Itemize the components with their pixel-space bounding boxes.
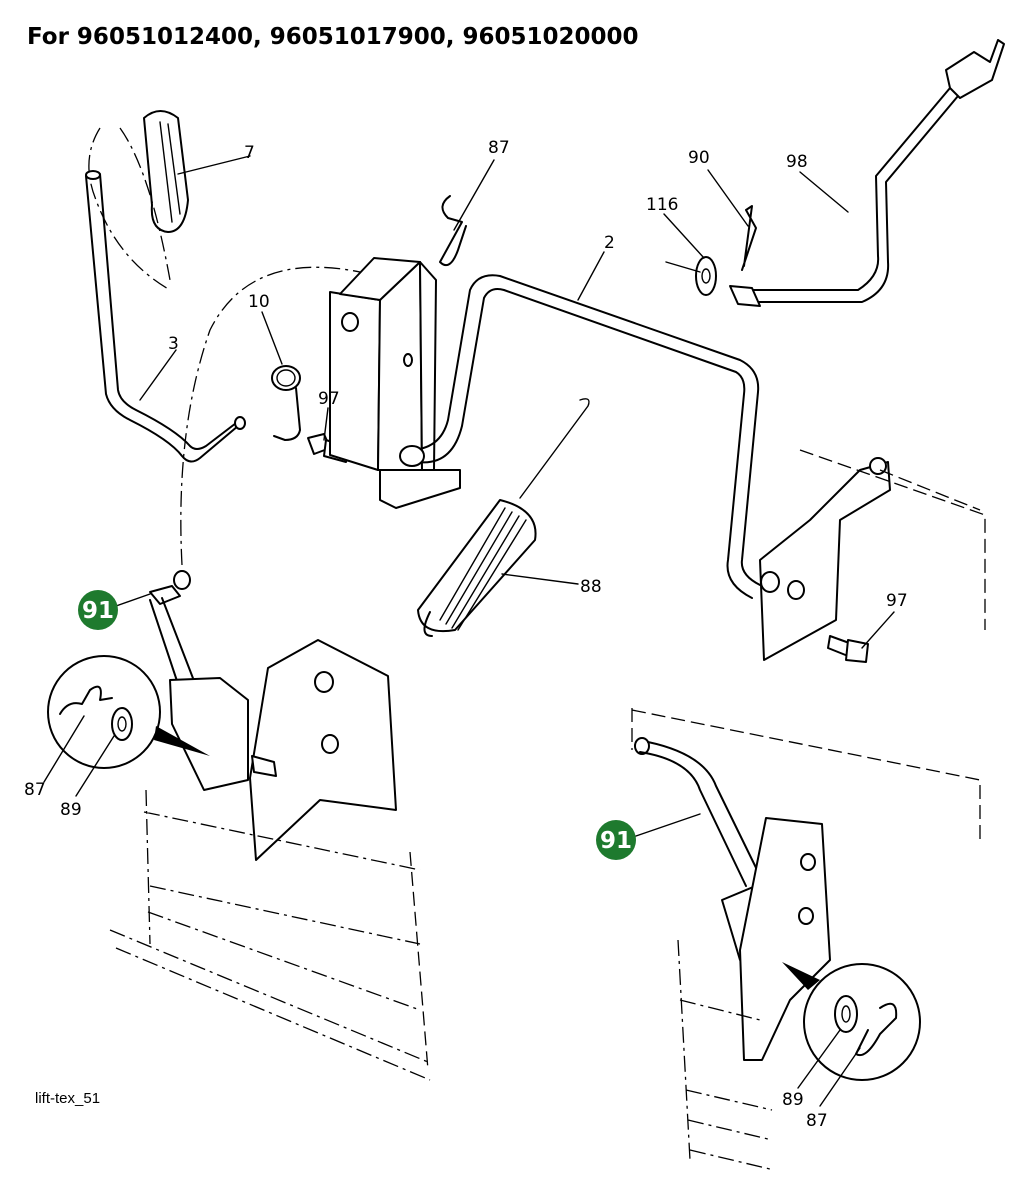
torsion-spring xyxy=(271,365,301,441)
callout-89-inset-right: 89 xyxy=(782,1090,804,1110)
leader-lines xyxy=(43,155,895,1107)
right-bracket xyxy=(759,457,891,661)
handle-phantom xyxy=(88,127,171,291)
frame-outline-left-2 xyxy=(409,851,429,1071)
washer-116 xyxy=(695,256,717,296)
callout-116: 116 xyxy=(646,195,678,215)
lift-spring xyxy=(417,398,590,637)
panel-outline-right-lower xyxy=(631,708,981,840)
callout-87-inset-left: 87 xyxy=(24,780,46,800)
frame-outline-left xyxy=(109,789,431,1081)
hair-pin-clip-top xyxy=(439,195,467,266)
badge-91-left-label: 91 xyxy=(82,598,114,624)
washer-axis xyxy=(665,261,701,273)
callout-98: 98 xyxy=(786,152,808,172)
callout-87-inset-right: 87 xyxy=(806,1111,828,1131)
cable-rod xyxy=(729,39,1005,307)
callout-88: 88 xyxy=(580,577,602,597)
callout-97-left: 97 xyxy=(318,389,340,409)
callout-3: 3 xyxy=(168,334,179,354)
reference-code: lift-tex_51 xyxy=(35,1090,101,1107)
callout-10: 10 xyxy=(248,292,270,312)
badge-91-right-label: 91 xyxy=(600,828,632,854)
callout-89-inset-left: 89 xyxy=(60,800,82,820)
hair-pin-clip-90 xyxy=(741,205,757,271)
badge-91-left: 91 xyxy=(78,590,118,630)
callout-87-top: 87 xyxy=(488,138,510,158)
callout-7: 7 xyxy=(244,143,255,163)
lift-link-left xyxy=(149,570,197,691)
lift-link-right xyxy=(634,737,763,887)
handle-grip xyxy=(143,110,189,233)
panel-outline-right xyxy=(799,449,986,630)
frame-outline-right xyxy=(677,939,775,1171)
center-bracket xyxy=(329,257,461,509)
lower-right-plate xyxy=(721,817,831,1061)
callout-2: 2 xyxy=(604,233,615,253)
phantom-arc xyxy=(180,266,361,566)
handle-phantom-2 xyxy=(119,127,171,281)
callout-90: 90 xyxy=(688,148,710,168)
callout-97-right: 97 xyxy=(886,591,908,611)
diagram-title: For 96051012400, 96051017900, 9605102000… xyxy=(27,24,639,50)
badge-91-right: 91 xyxy=(596,820,636,860)
panel-outline-right-2 xyxy=(879,469,981,511)
detail-inset-left xyxy=(47,655,210,769)
bolt-97-right xyxy=(827,635,869,663)
lower-left-plate xyxy=(169,639,397,861)
detail-inset-right xyxy=(782,962,921,1081)
lift-shaft xyxy=(399,274,761,599)
lift-lever-rod xyxy=(85,170,246,463)
